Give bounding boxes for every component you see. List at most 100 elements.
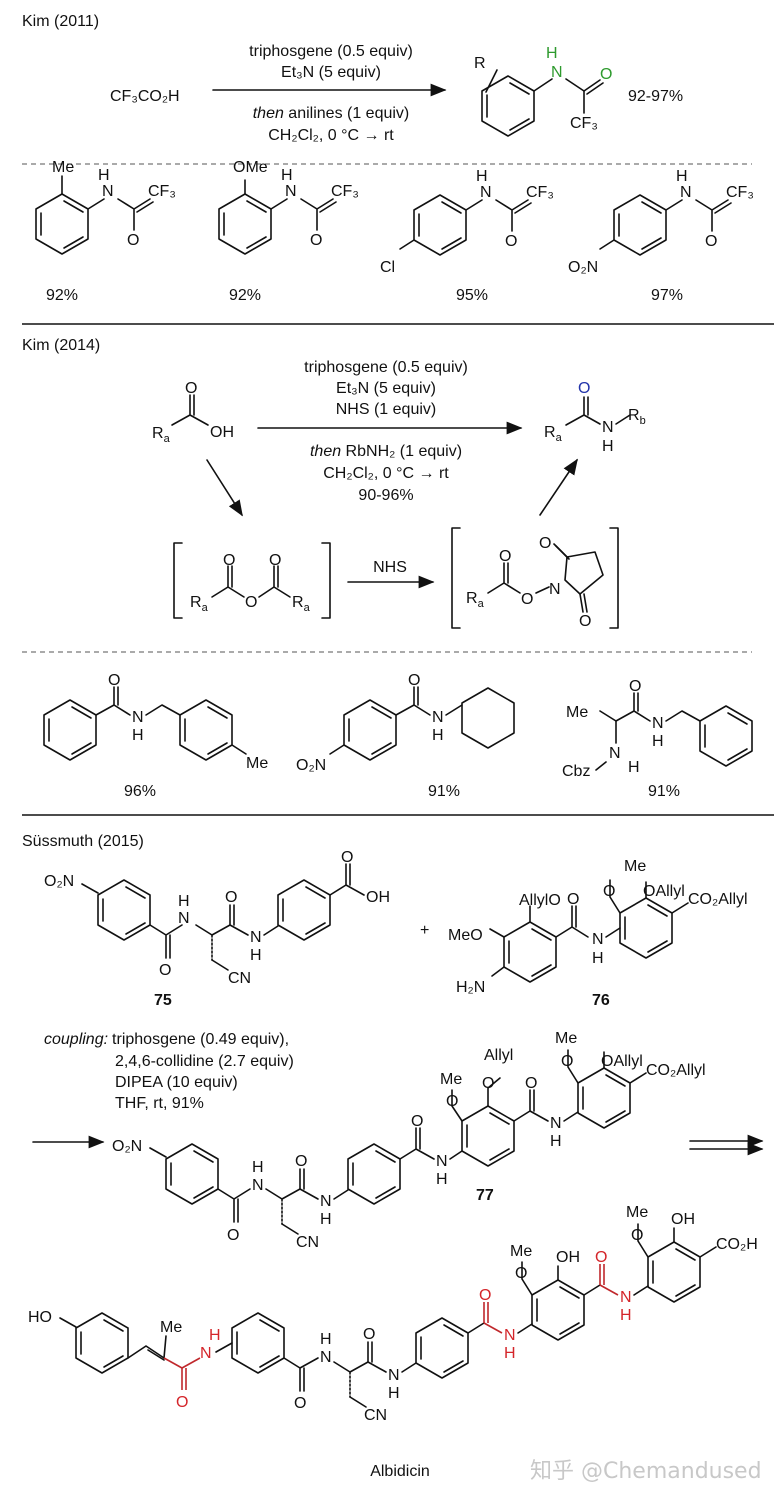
h-label: H: [592, 950, 604, 967]
o-label: O: [579, 613, 591, 630]
o-label: O: [411, 1113, 423, 1130]
h-label: H: [550, 1133, 562, 1150]
compound-75: O₂N O N H O N H O OH CN 75: [44, 849, 390, 1009]
label-cf3: CF₃: [570, 115, 598, 132]
n-label: N: [132, 709, 144, 726]
example-cbz-alanine-amide: Me O N H N H Cbz 91%: [562, 678, 753, 800]
coupling-text: coupling:triphosgene (0.49 equiv),: [44, 1031, 289, 1048]
n-label: N: [620, 1289, 632, 1306]
me-label: Me: [626, 1204, 648, 1221]
example-para-nitro: O₂N N H O CF₃ 97%: [568, 168, 754, 304]
allylo-label: AllylO: [519, 892, 561, 909]
coupling-4: THF, rt, 91%: [115, 1095, 204, 1112]
o-label: O: [567, 891, 579, 908]
section-kim-2011: Kim (2011) CF₃CO₂H triphosgene (0.5 equi…: [22, 13, 683, 144]
coupling-2: 2,4,6-collidine (2.7 equiv): [115, 1053, 294, 1070]
h-label: H: [98, 167, 110, 184]
example-4-yield: 97%: [651, 287, 683, 304]
section-title-kim-2011: Kim (2011): [22, 13, 99, 30]
product-aryl-trifluoroacetamide: R N H O CF₃: [474, 45, 612, 137]
h-label: H: [432, 727, 444, 744]
section-kim-2014: Kim (2014) O Ra OH triphosgene (0.5 equi…: [22, 337, 646, 630]
condition-2: Et₃N (5 equiv): [281, 64, 381, 81]
me-label: Me: [510, 1243, 532, 1260]
example-6-substituent: O₂N: [296, 757, 326, 774]
example-7-yield: 91%: [648, 783, 680, 800]
n-label: N: [178, 910, 190, 927]
co2h-label: CO₂H: [716, 1236, 758, 1253]
cn-label: CN: [228, 970, 251, 987]
n-label: N: [285, 183, 297, 200]
h2n-label: H₂N: [456, 979, 485, 996]
me-label: Me: [160, 1319, 182, 1336]
label-nh: N: [551, 64, 563, 81]
o-label: O: [705, 233, 717, 250]
compound-76: AllylO MeO H₂N O N H Me O OAllyl CO₂Ally…: [448, 858, 748, 1009]
ra-label: Ra: [190, 594, 209, 614]
rb-label: Rb: [628, 407, 646, 427]
o-label: O: [227, 1227, 239, 1244]
co2allyl-label: CO₂Allyl: [688, 891, 748, 908]
o-label: O: [108, 672, 120, 689]
example-2-substituent: OMe: [233, 159, 268, 176]
o-label: O: [269, 552, 281, 569]
n-label: N: [680, 184, 692, 201]
h-label: H: [388, 1385, 400, 1402]
example-5-yield: 96%: [124, 783, 156, 800]
n-label: N: [592, 931, 604, 948]
o-label: O: [446, 1093, 458, 1110]
example-2-yield: 92%: [229, 287, 261, 304]
o2n-label: O₂N: [112, 1138, 142, 1155]
carboxylic-acid: O Ra OH: [152, 380, 234, 445]
cbz-label: Cbz: [562, 763, 590, 780]
label-o: O: [600, 66, 612, 83]
h-label: H: [132, 727, 144, 744]
compound-77: O₂N O N H O N H O N H: [112, 1030, 706, 1251]
n-label: N: [320, 1193, 332, 1210]
oh-label: OH: [366, 889, 390, 906]
cf3-label: CF₃: [148, 183, 176, 200]
n-label: N: [436, 1153, 448, 1170]
h-label: H: [602, 438, 614, 455]
o-label: O: [341, 849, 353, 866]
n-label: N: [609, 745, 621, 762]
o-label: O: [225, 889, 237, 906]
condition-6: 90-96%: [358, 487, 413, 504]
n-label: N: [320, 1349, 332, 1366]
condition-3: then anilines (1 equiv): [253, 105, 410, 122]
o-label: O: [185, 380, 197, 397]
o-label: O: [521, 591, 533, 608]
o-label: O: [561, 1053, 573, 1070]
compound-75-label: 75: [154, 992, 172, 1009]
n-label: N: [250, 929, 262, 946]
o-label: O: [310, 232, 322, 249]
label-r: R: [474, 55, 486, 72]
n-label: N: [504, 1327, 516, 1344]
o-label: O: [631, 1227, 643, 1244]
condition-4: then RbNH₂ (1 equiv): [310, 443, 462, 460]
o-label: O: [482, 1075, 494, 1092]
o-label: O: [363, 1326, 375, 1343]
oh-label: OH: [556, 1249, 580, 1266]
example-benzamide: O N H Me 96%: [43, 672, 268, 800]
arrow-to-amide: [539, 458, 578, 516]
o-label: O: [525, 1075, 537, 1092]
h-label: H: [436, 1171, 448, 1188]
section-sussmuth-2015: Süssmuth (2015) O₂N O N H O N H O OH C: [22, 833, 764, 1480]
oh-label: OH: [671, 1211, 695, 1228]
example-1-yield: 92%: [46, 287, 78, 304]
cf3-label: CF₃: [726, 184, 754, 201]
n-label: N: [432, 709, 444, 726]
o-label: O: [499, 548, 511, 565]
h-label: H: [504, 1345, 516, 1362]
h-label: H: [676, 168, 688, 185]
o-label: O: [159, 962, 171, 979]
condition-3: NHS (1 equiv): [336, 401, 436, 418]
o-label: O: [408, 672, 420, 689]
cf3-label: CF₃: [526, 184, 554, 201]
h-label: H: [320, 1211, 332, 1228]
o-label: O: [603, 883, 615, 900]
o-label: O: [479, 1287, 491, 1304]
ra-label: Ra: [152, 425, 171, 445]
